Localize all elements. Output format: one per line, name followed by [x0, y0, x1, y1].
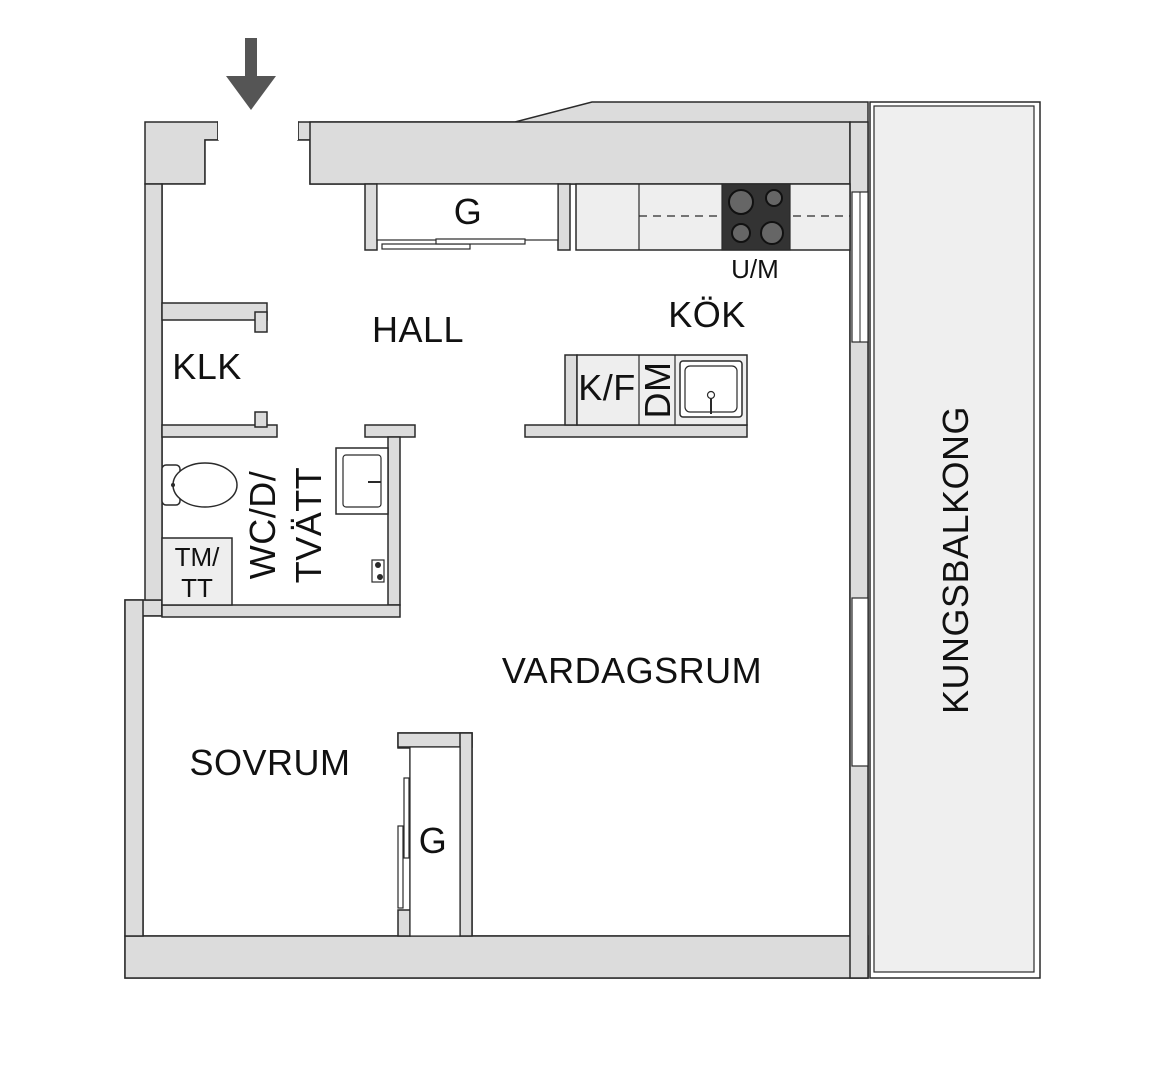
- bathroom-walls: TM/ TT WC/D/ TVÄTT: [161, 424, 416, 618]
- dishwasher-label: DM: [637, 362, 678, 419]
- kitchen-counter: U/M: [575, 183, 851, 284]
- klk-walls: [161, 302, 278, 438]
- balcony-label: KUNGSBALKONG: [935, 406, 976, 714]
- bathroom-label-line2: TVÄTT: [288, 467, 329, 584]
- top-wall-fill: [309, 121, 851, 185]
- washbasin-icon: [335, 447, 389, 515]
- shower-icon: [371, 559, 385, 583]
- toilet-icon: [161, 462, 238, 508]
- washer-label-line1: TM/: [175, 542, 221, 572]
- room-label-bedroom: SOVRUM: [189, 742, 350, 783]
- room-label-klk: KLK: [172, 346, 242, 387]
- left-wall: [144, 183, 163, 601]
- fridge-label: K/F: [578, 367, 636, 408]
- bedroom-left-wall: [124, 599, 144, 937]
- entrance-arrow-icon: [226, 38, 276, 110]
- wardrobe-label-hall: G: [454, 191, 483, 232]
- bedroom-wardrobe: G: [397, 732, 473, 937]
- room-label-living: VARDAGSRUM: [502, 650, 762, 691]
- oven-label: U/M: [731, 254, 779, 284]
- balcony: KUNGSBALKONG: [869, 101, 1041, 979]
- washer-label-line2: TT: [181, 573, 213, 603]
- washer-dryer-box: [161, 537, 233, 606]
- bottom-wall: [124, 935, 869, 979]
- bathroom-label-line1: WC/D/: [242, 471, 283, 579]
- balcony-door-opening: [851, 597, 869, 767]
- room-label-hall: HALL: [372, 309, 464, 350]
- hall-wardrobe: G: [364, 183, 571, 251]
- wardrobe-label-bedroom: G: [419, 820, 448, 861]
- room-label-kitchen: KÖK: [668, 294, 746, 335]
- kitchen-island: K/F DM: [524, 354, 748, 438]
